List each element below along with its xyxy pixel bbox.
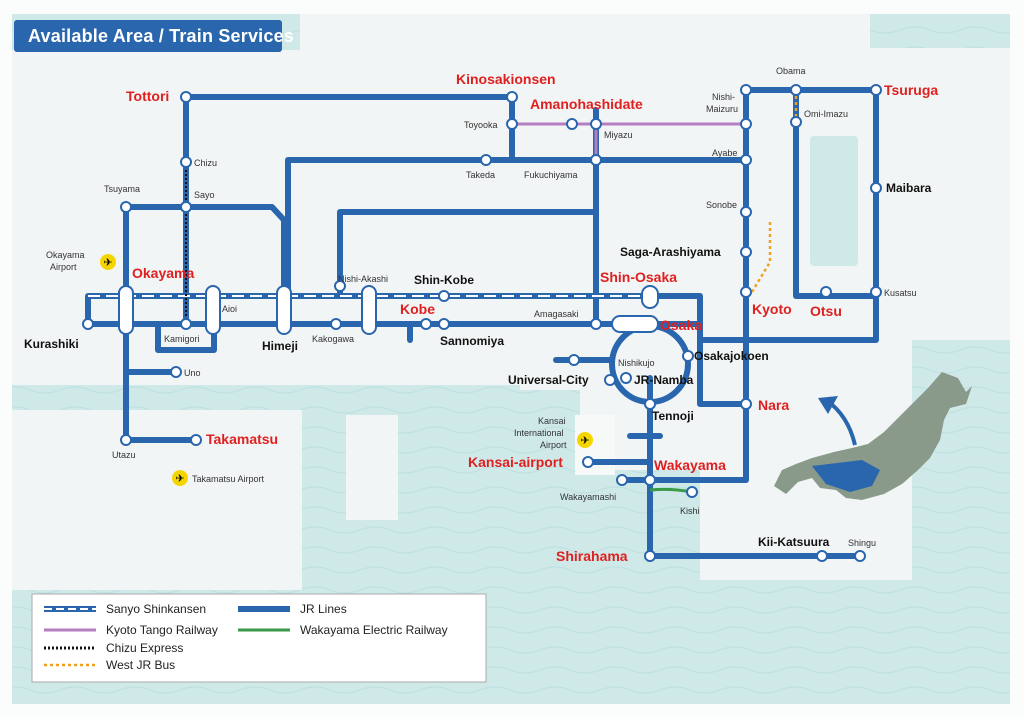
legend-chizu-express: Chizu Express [106,641,183,655]
label-kamigori: Kamigori [164,334,200,344]
japan-map-icon [774,372,972,500]
airplane-icon: ✈ [577,432,593,448]
awaji-land [346,415,398,520]
label-tsuruga: Tsuruga [884,82,938,98]
label-tsuyama: Tsuyama [104,184,140,194]
label-shin-kobe: Shin-Kobe [414,273,474,287]
line-nara [697,337,749,407]
label-toyooka: Toyooka [464,120,498,130]
legend-kyoto-tango: Kyoto Tango Railway [106,623,218,637]
label-maibara: Maibara [886,181,932,195]
line-tsuyama [123,204,287,295]
label-kii-katsuura: Kii-Katsuura [758,535,830,549]
page-title: Available Area / Train Services [28,26,295,46]
label-nishi-maizuru-2: Maizuru [706,104,738,114]
bus-kyoto [750,222,772,293]
label-nishi-akashi: Nishi-Akashi [338,274,388,284]
label-okayama-airport-1: Okayama [46,250,85,260]
label-tennoji: Tennoji [652,409,694,423]
label-kurashiki: Kurashiki [24,337,79,351]
label-shin-osaka: Shin-Osaka [600,269,677,285]
major-labels: Tottori Kinosakionsen Amanohashidate Tsu… [126,71,938,564]
legend-jr-lines: JR Lines [300,602,347,616]
interchanges [118,285,659,335]
label-amanohashidate: Amanohashidate [530,96,643,112]
minor-labels: Chizu Sayo Tsuyama Okayama Airport Aioi … [46,66,917,548]
label-sannomiya: Sannomiya [440,334,504,348]
airplane-icon: ✈ [100,254,116,270]
label-takamatsu-airport: Takamatsu Airport [192,474,265,484]
label-kishi: Kishi [680,506,700,516]
label-omi-imazu: Omi-Imazu [804,109,848,119]
label-kobe: Kobe [400,301,435,317]
label-kansai-intl-3: Airport [540,440,567,450]
label-kansai-airport: Kansai-airport [468,454,563,470]
legend-wakayama-electric: Wakayama Electric Railway [300,623,448,637]
label-osaka: Osaka [660,317,702,333]
label-kinosakionsen: Kinosakionsen [456,71,556,87]
title-banner [14,20,282,52]
legend-sanyo-shinkansen: Sanyo Shinkansen [106,602,206,616]
label-osakajokoen: Osakajokoen [694,349,769,363]
label-wakayamashi: Wakayamashi [560,492,616,502]
label-jr-namba: JR-Namba [634,373,694,387]
label-saga-arashiyama: Saga-Arashiyama [620,245,721,259]
label-takeda: Takeda [466,170,495,180]
legend-west-jr-bus: West JR Bus [106,658,175,672]
label-chizu: Chizu [194,158,217,168]
label-kyoto: Kyoto [752,301,792,317]
label-aioi: Aioi [222,304,237,314]
label-shirahama: Shirahama [556,548,628,564]
svg-text:✈: ✈ [580,435,589,447]
label-kusatsu: Kusatsu [884,288,917,298]
label-ayabe: Ayabe [712,148,737,158]
airplane-icon: ✈ [172,470,188,486]
label-takamatsu: Takamatsu [206,431,278,447]
label-obama: Obama [776,66,806,76]
label-kansai-intl-2: International [514,428,564,438]
label-utazu: Utazu [112,450,136,460]
label-universal-city: Universal-City [508,373,589,387]
label-shingu: Shingu [848,538,876,548]
label-miyazu: Miyazu [604,130,633,140]
station-markers [82,84,882,562]
label-tottori: Tottori [126,88,169,104]
label-amagasaki: Amagasaki [534,309,579,319]
label-sayo: Sayo [194,190,215,200]
label-uno: Uno [184,368,201,378]
label-otsu: Otsu [810,303,842,319]
label-nara: Nara [758,397,789,413]
line-aioi-loop [155,321,217,353]
svg-text:✈: ✈ [175,473,184,485]
line-kusatsu-osaka [697,293,879,343]
legend: Sanyo Shinkansen Kyoto Tango Railway Chi… [31,593,487,683]
line-nara-wakayama [647,87,749,483]
bold-labels: Kurashiki Himeji Shin-Kobe Sannomiya Sag… [24,181,932,549]
label-himeji: Himeji [262,339,298,353]
label-okayama: Okayama [132,265,194,281]
label-sonobe: Sonobe [706,200,737,210]
label-kakogawa: Kakogawa [312,334,354,344]
label-kansai-intl-1: Kansai [538,416,566,426]
line-biwako [793,119,879,299]
label-fukuchiyama: Fukuchiyama [524,170,578,180]
svg-text:✈: ✈ [103,257,112,269]
line-fukuchiyama [337,209,599,299]
label-okayama-airport-2: Airport [50,262,77,272]
label-nishikujo: Nishikujo [618,358,655,368]
lake-biwa [810,136,858,266]
label-wakayama: Wakayama [654,457,726,473]
arrow-head [818,396,838,414]
label-nishi-maizuru-1: Nishi- [712,92,735,102]
